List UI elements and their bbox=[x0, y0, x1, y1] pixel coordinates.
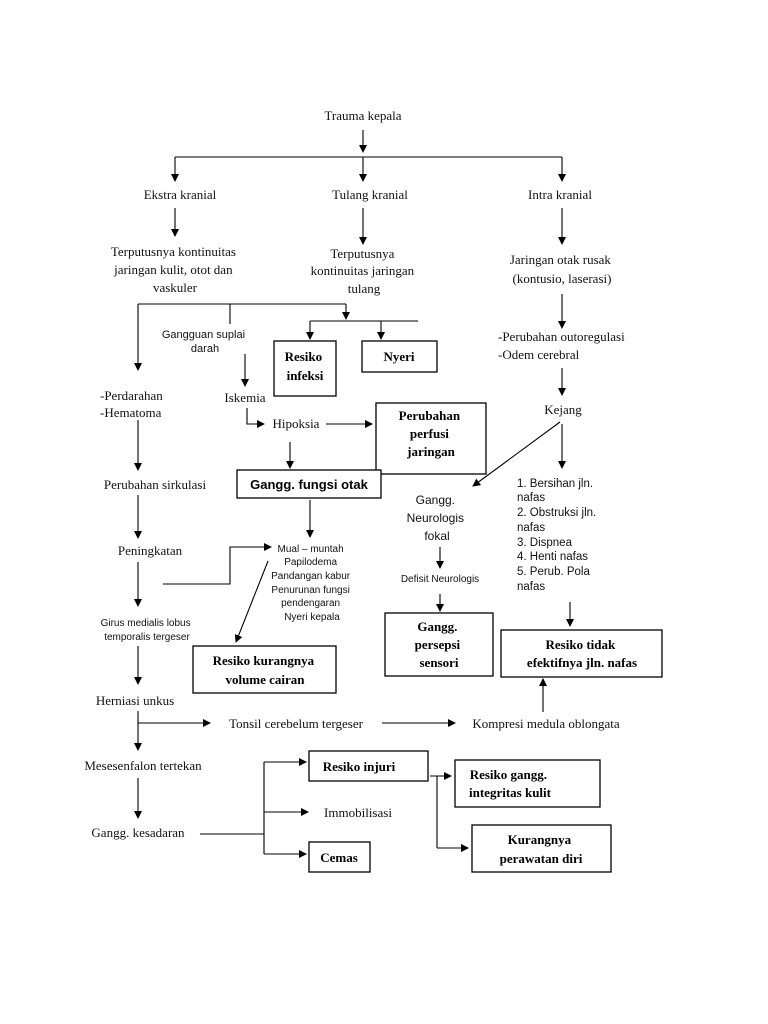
node-tulang-kranial: Tulang kranial bbox=[332, 187, 408, 202]
box-resiko-jln-nafas bbox=[500, 629, 663, 678]
box-resiko-injuri bbox=[308, 750, 429, 782]
node-kurangnya-perawatan: Kurangnya perawatan diri bbox=[500, 832, 583, 866]
node-cemas: Cemas bbox=[320, 850, 358, 865]
node-resiko-jln-nafas: Resiko tidak efektifnya jln. nafas bbox=[527, 637, 637, 670]
node-terputusnya-kulit: Terputusnya kontinuitas jaringan kulit, … bbox=[111, 244, 239, 295]
box-gangg-persepsi bbox=[384, 612, 494, 677]
box-kurangnya-perawatan bbox=[471, 824, 612, 873]
node-resiko-volume-cairan: Resiko kurangnya volume cairan bbox=[213, 653, 318, 687]
node-peningkatan: Peningkatan bbox=[118, 543, 183, 558]
node-kejang: Kejang bbox=[544, 402, 582, 417]
node-resiko-injuri: Resiko injuri bbox=[323, 759, 396, 774]
node-resiko-infeksi: Resiko infeksi bbox=[285, 349, 326, 383]
node-perubahan-outoregulasi: -Perubahan outoregulasi -Odem cerebral bbox=[498, 329, 628, 362]
node-iskemia: Iskemia bbox=[224, 390, 265, 405]
node-jalan-nafas-list: 1. Bersihan jln. nafas 2. Obstruksi jln.… bbox=[517, 478, 599, 593]
node-herniasi-unkus: Herniasi unkus bbox=[96, 693, 174, 708]
connectors bbox=[134, 130, 574, 858]
node-perdarahan: -Perdarahan -Hematoma bbox=[100, 388, 166, 420]
node-jaringan-otak: Jaringan otak rusak (kontusio, laserasi) bbox=[510, 252, 614, 286]
node-gangg-fungsi-otak: Gangg. fungsi otak bbox=[250, 477, 368, 492]
node-immobilisasi: Immobilisasi bbox=[324, 805, 392, 820]
node-tonsil: Tonsil cerebelum tergeser bbox=[229, 716, 364, 731]
box-perubahan-perfusi bbox=[375, 402, 487, 475]
node-trauma-kepala: Trauma kepala bbox=[324, 108, 401, 123]
node-mesesenfalon: Mesesenfalon tertekan bbox=[84, 758, 202, 773]
boxes bbox=[192, 340, 663, 873]
labels: Trauma kepala Ekstra kranial Tulang kran… bbox=[84, 108, 637, 866]
box-gangg-fungsi-otak bbox=[236, 469, 382, 499]
node-nyeri: Nyeri bbox=[383, 349, 414, 364]
node-gangguan-suplai: Gangguan suplai darah bbox=[162, 329, 248, 355]
node-gejala: Mual – muntah Papilodema Pandangan kabur… bbox=[271, 544, 353, 623]
box-cemas bbox=[308, 841, 371, 873]
node-hipoksia: Hipoksia bbox=[273, 416, 320, 431]
node-gangg-neurologis: Gangg. Neurologis fokal bbox=[407, 493, 468, 543]
box-resiko-integritas bbox=[454, 759, 601, 808]
node-girus: Girus medialis lobus temporalis tergeser bbox=[101, 618, 194, 643]
node-defisit-neurologis: Defisit Neurologis bbox=[401, 574, 479, 585]
box-nyeri bbox=[361, 340, 438, 373]
node-resiko-integritas: Resiko gangg. integritas kulit bbox=[469, 767, 552, 800]
box-resiko-infeksi bbox=[273, 340, 337, 397]
node-perubahan-sirkulasi: Perubahan sirkulasi bbox=[104, 477, 207, 492]
node-kompresi: Kompresi medula oblongata bbox=[472, 716, 620, 731]
node-terputusnya-tulang: Terputusnya kontinuitas jaringan tulang bbox=[311, 246, 418, 296]
node-ekstra-kranial: Ekstra kranial bbox=[144, 187, 217, 202]
box-resiko-volume-cairan bbox=[192, 645, 337, 694]
node-gangg-kesadaran: Gangg. kesadaran bbox=[91, 825, 185, 840]
node-perubahan-perfusi: Perubahan perfusi jaringan bbox=[399, 408, 464, 459]
node-intra-kranial: Intra kranial bbox=[528, 187, 592, 202]
node-gangg-persepsi: Gangg. persepsi sensori bbox=[415, 619, 464, 670]
